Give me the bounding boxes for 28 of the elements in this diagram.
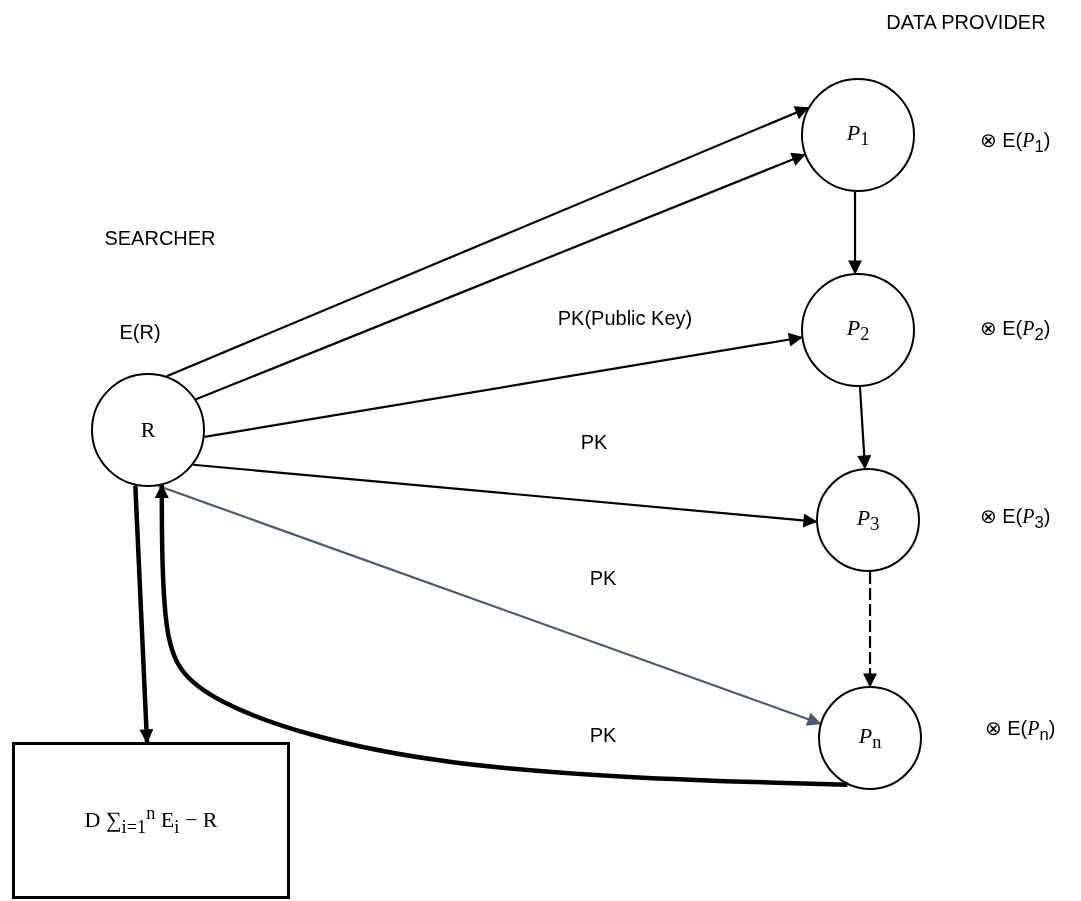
role-heading: SEARCHER bbox=[104, 226, 216, 250]
formula-box bbox=[12, 742, 290, 899]
formula-text: P$_{1}$ bbox=[846, 119, 870, 151]
formula-text: P$_{3}$ bbox=[856, 504, 880, 536]
arrow bbox=[863, 571, 877, 688]
arrow bbox=[857, 386, 872, 470]
formula-text: P$_{n}$ bbox=[858, 722, 882, 754]
provider-circle bbox=[801, 273, 915, 387]
node-label: R bbox=[140, 417, 156, 443]
encryption-label: ⊗ E(P$_{2}$) bbox=[979, 315, 1051, 345]
encryption-label: ⊗ E(P$_{1}$) bbox=[979, 127, 1051, 157]
role-heading: DATA PROVIDER bbox=[886, 10, 1046, 34]
arrow bbox=[193, 463, 818, 528]
arrow bbox=[195, 152, 806, 401]
provider-circle bbox=[818, 686, 922, 790]
formula-text: D ∑$_{i=1}$$^{n}$ E$_{i}$ − R bbox=[84, 803, 218, 838]
searcher-circle bbox=[91, 373, 205, 487]
encryption-label: ⊗ E(P$_{3}$) bbox=[979, 503, 1051, 533]
arrow bbox=[848, 191, 863, 275]
provider-circle bbox=[816, 468, 920, 572]
arrow bbox=[166, 106, 810, 378]
encryption-label: ⊗ E(P$_{n}$) bbox=[984, 715, 1056, 745]
arrow bbox=[158, 484, 822, 726]
provider-circle bbox=[801, 78, 915, 192]
arrow bbox=[133, 485, 154, 744]
arrow bbox=[204, 332, 803, 439]
arrow bbox=[154, 483, 848, 788]
formula-text: P$_{2}$ bbox=[846, 314, 870, 346]
